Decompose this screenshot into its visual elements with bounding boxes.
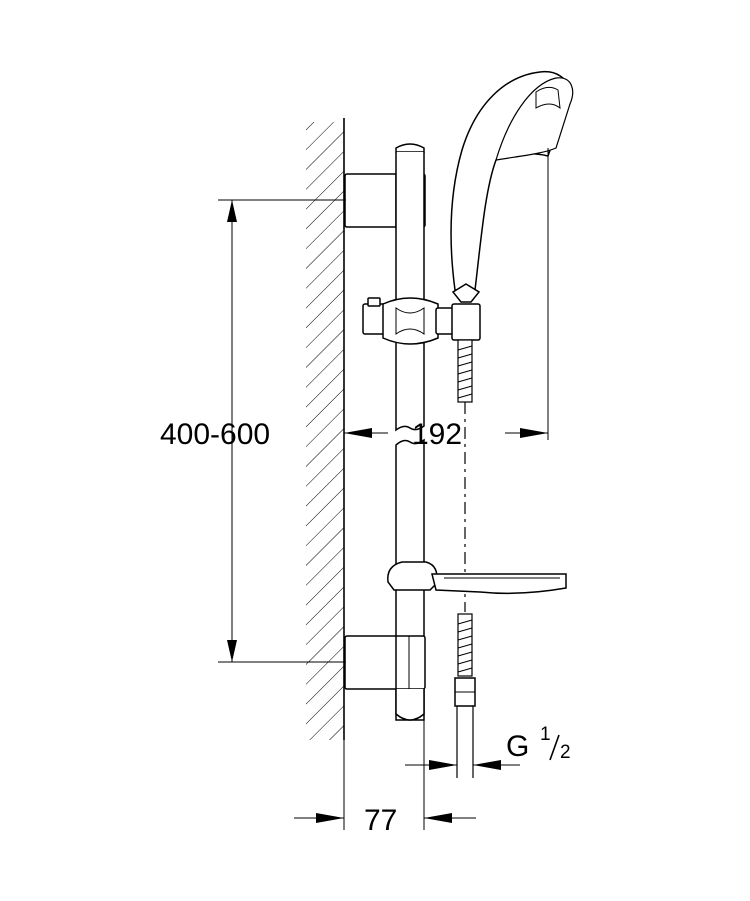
dimension-lines	[218, 148, 549, 830]
thread-numerator: 1	[540, 724, 551, 745]
thread-denominator: 2	[560, 742, 571, 763]
slider-holder	[362, 297, 481, 345]
wall	[306, 118, 345, 740]
bottom-wall-bracket	[344, 635, 426, 690]
hand-shower	[450, 70, 574, 303]
wall-hatching	[306, 122, 344, 740]
shower-rail	[344, 143, 426, 721]
height-dimension-label: 400-600	[160, 418, 270, 451]
slider-knob	[362, 303, 386, 335]
holder-cup	[451, 303, 481, 341]
hose	[454, 339, 476, 778]
soap-dish	[387, 561, 567, 595]
soap-dish-holder	[387, 561, 438, 591]
rail-upper	[395, 152, 425, 432]
thread-prefix: G	[506, 730, 529, 763]
rail-top-cap	[395, 143, 425, 153]
hand-shower-neck	[451, 283, 481, 303]
dimension-arrowheads	[227, 200, 548, 823]
projection-dimension-label: 77	[364, 804, 397, 837]
rail-bottom-cap	[395, 689, 425, 721]
soap-dish-tray	[431, 573, 567, 595]
thread-size-label: G 1 2	[506, 724, 571, 763]
reach-dimension-label: 192	[412, 418, 462, 451]
